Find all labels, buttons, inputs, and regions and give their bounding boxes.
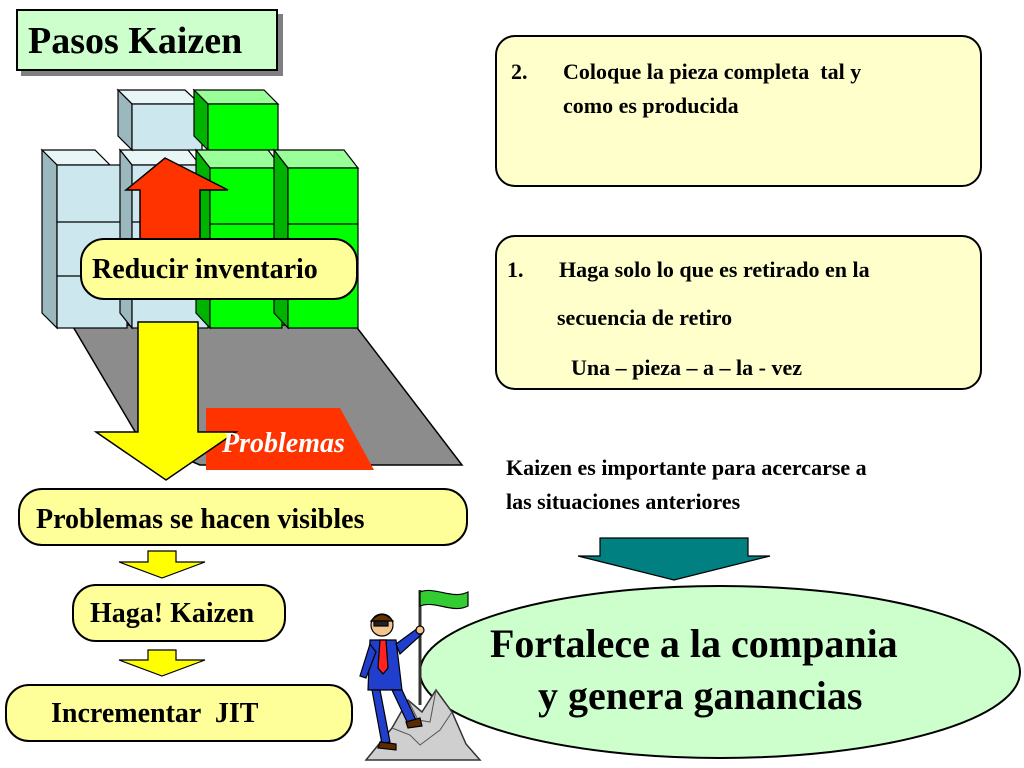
down-arrow xyxy=(93,321,239,481)
reduce-inventory-pill: Reducir inventario xyxy=(80,238,358,300)
down-arrow xyxy=(577,537,771,581)
do-kaizen-pill: Haga! Kaizen xyxy=(72,584,286,642)
title-box: Pasos Kaizen xyxy=(16,9,278,71)
reduce-inventory-label: Reducir inventario xyxy=(92,254,318,285)
step1-note: 1. Haga solo lo que es retirado en la se… xyxy=(495,235,982,390)
step1-line3: Una – pieza – a – la - vez xyxy=(571,355,802,380)
increase-jit-pill: Incrementar JIT xyxy=(5,684,353,742)
step1-line1: Haga solo lo que es retirado en la xyxy=(559,257,870,282)
problems-visible-pill: Problemas se hacen visibles xyxy=(18,488,468,546)
down-arrow xyxy=(118,550,206,579)
step2-number: 2. xyxy=(511,59,528,84)
problems-tag-shape xyxy=(206,408,374,470)
step2-line2: como es producida xyxy=(563,93,739,118)
step1-line2: secuencia de retiro xyxy=(557,305,733,330)
kaizen-note-line1: Kaizen es importante para acercarse a xyxy=(506,455,867,480)
climber-figure xyxy=(359,613,425,751)
step2-line1: Coloque la pieza completa tal y xyxy=(563,59,862,84)
result-line1: Fortalece a la compania xyxy=(490,621,898,666)
result-line2: y genera ganancias xyxy=(538,673,863,718)
do-kaizen-label: Haga! Kaizen xyxy=(90,598,255,629)
problems-visible-label: Problemas se hacen visibles xyxy=(36,504,365,535)
step2-note: 2. Coloque la pieza completa tal y como … xyxy=(495,35,982,187)
step1-number: 1. xyxy=(507,257,524,282)
problems-tag-label: Problemas xyxy=(222,428,345,459)
down-arrow xyxy=(118,649,206,677)
increase-jit-label: Incrementar JIT xyxy=(51,698,259,729)
page-title: Pasos Kaizen xyxy=(28,20,243,62)
kaizen-note-line2: las situaciones anteriores xyxy=(506,489,741,514)
flag-icon xyxy=(419,589,469,610)
